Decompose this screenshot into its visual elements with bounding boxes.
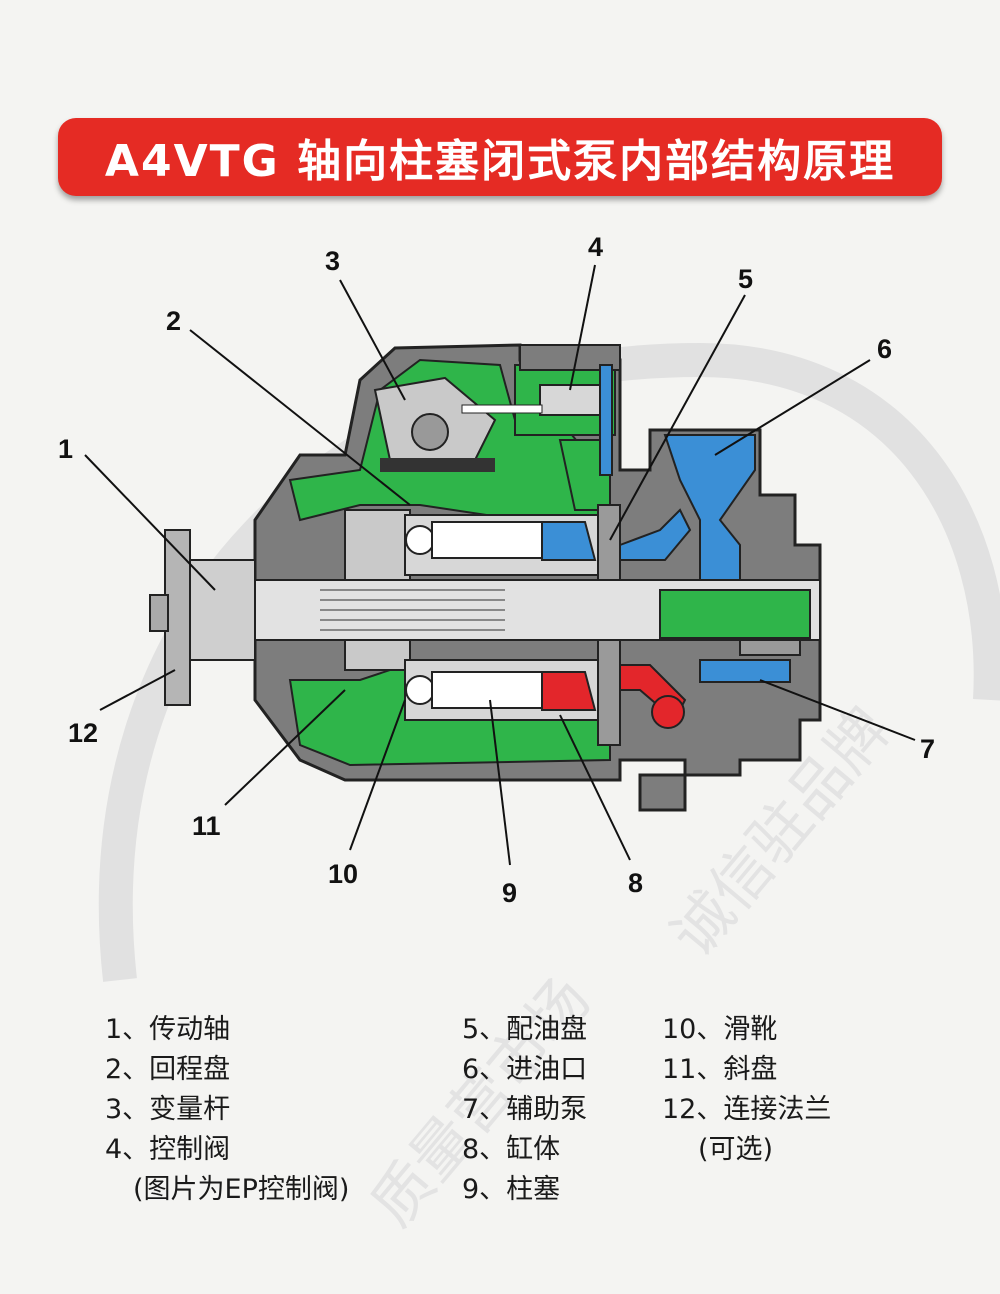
callout-8: 8 (628, 868, 643, 898)
callout-9: 9 (502, 878, 517, 908)
legend-item: 11、斜盘 (662, 1054, 778, 1085)
leader-4 (569, 264, 596, 391)
leader-5 (609, 294, 746, 541)
parts-legend: 1、传动轴 2、回程盘 3、变量杆 4、控制阀 (图片为EP控制阀) 5、配油盘… (0, 1010, 1000, 1240)
page-title: A4VTG 轴向柱塞闭式泵内部结构原理 (104, 136, 896, 187)
oil-inlet (619, 434, 791, 683)
legend-item: 7、辅助泵 (462, 1094, 588, 1125)
leader-10 (349, 699, 406, 851)
callout-10: 10 (328, 859, 358, 889)
title-banner: A4VTG 轴向柱塞闭式泵内部结构原理 (58, 118, 942, 196)
callout-5: 5 (738, 264, 753, 294)
legend-item: 12、连接法兰 (662, 1094, 832, 1125)
legend-item: 4、控制阀 (105, 1134, 231, 1165)
leader-3 (339, 279, 406, 401)
pressure-outlet (619, 664, 687, 729)
leader-11 (224, 689, 346, 806)
callout-7: 7 (920, 734, 935, 764)
legend-note: (图片为EP控制阀) (133, 1174, 350, 1205)
callout-11: 11 (192, 811, 221, 841)
leader-1 (84, 454, 216, 591)
drive-shaft (254, 579, 821, 641)
leader-9 (489, 699, 511, 866)
leader-2 (189, 329, 411, 506)
leader-8 (559, 714, 631, 861)
legend-item: 2、回程盘 (105, 1054, 231, 1085)
legend-column-b: 5、配油盘 6、进油口 7、辅助泵 8、缸体 9、柱塞 (462, 1010, 587, 1210)
leader-6 (714, 359, 871, 456)
legend-note: (可选) (698, 1134, 774, 1165)
legend-item: 8、缸体 (462, 1134, 561, 1165)
legend-item: 6、进油口 (462, 1054, 588, 1085)
callout-12: 12 (68, 718, 98, 748)
legend-item: 5、配油盘 (462, 1014, 588, 1045)
leader-lines (84, 264, 916, 866)
callout-4: 4 (588, 232, 603, 262)
legend-item: 9、柱塞 (462, 1174, 561, 1205)
legend-column-c: 10、滑靴 11、斜盘 12、连接法兰 (可选) (662, 1010, 831, 1170)
callout-6: 6 (877, 334, 892, 364)
piston-upper (405, 521, 597, 561)
legend-item: 10、滑靴 (662, 1014, 778, 1045)
leader-12 (99, 669, 176, 711)
legend-column-a: 1、传动轴 2、回程盘 3、变量杆 4、控制阀 (图片为EP控制阀) (105, 1010, 349, 1210)
piston-lower (405, 671, 597, 711)
control-valve (461, 344, 621, 476)
legend-item: 3、变量杆 (105, 1094, 231, 1125)
callout-2: 2 (166, 306, 181, 336)
leader-7 (759, 679, 916, 741)
connection-flange (149, 529, 256, 706)
callout-3: 3 (325, 246, 340, 276)
callout-1: 1 (58, 434, 73, 464)
legend-item: 1、传动轴 (105, 1014, 231, 1045)
